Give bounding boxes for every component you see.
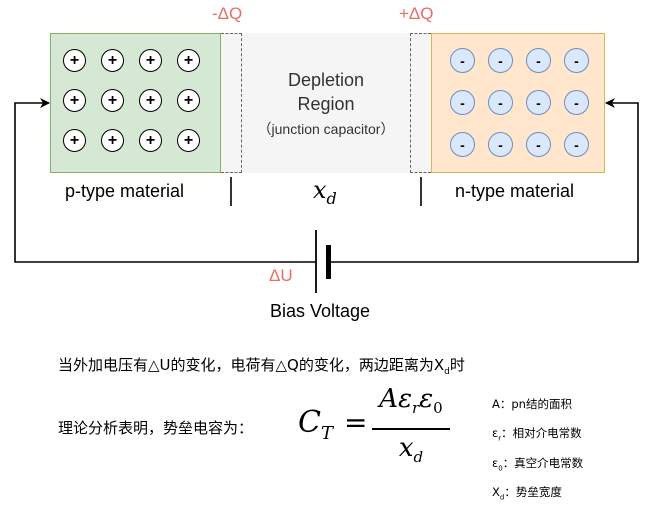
formula-c: C	[298, 405, 321, 440]
sentence-1-end: 时	[449, 356, 465, 374]
hole-ion-icon: +	[139, 89, 162, 112]
hole-ion-icon: +	[63, 129, 86, 152]
legend-desc: ：真空介电常数	[502, 455, 584, 470]
electron-ion-icon: -	[564, 48, 589, 73]
hole-ion-icon: +	[63, 49, 86, 72]
explanation-sentence-1: 当外加电压有△U的变化，电荷有△Q的变化，两边距离为Xd时	[58, 354, 465, 377]
legend-item: εr：相对介电常数	[492, 421, 583, 450]
n-type-label: n-type material	[455, 181, 575, 201]
wire-left	[14, 98, 316, 263]
legend-symbol: ε	[492, 455, 499, 470]
electron-ion-icon: -	[488, 48, 513, 73]
legend-item: Xd：势垒宽度	[492, 480, 583, 509]
formula-eps-r: ε	[398, 384, 413, 414]
depletion-text: Depletion Region （junction capacitor）	[242, 68, 410, 139]
p-ion-grid: + + + + + + + + + + + +	[63, 49, 202, 152]
formula-r-sub: r	[412, 399, 420, 418]
electron-ion-icon: -	[488, 90, 513, 115]
formula-t: T	[320, 423, 333, 444]
legend-desc: ：势垒宽度	[504, 484, 562, 499]
charge-layer-right	[410, 33, 431, 173]
wire-right	[330, 98, 639, 263]
circuit-wires	[14, 98, 639, 293]
hole-ion-icon: +	[177, 129, 200, 152]
formula-equals: =	[344, 406, 368, 439]
legend-item: ε0：真空介电常数	[492, 451, 583, 480]
electron-ion-icon: -	[526, 90, 551, 115]
electron-ion-icon: -	[564, 90, 589, 115]
symbol-legend: A：pn结的面积 εr：相对介电常数 ε0：真空介电常数 Xd：势垒宽度	[492, 392, 583, 509]
formula-fraction-bar	[372, 428, 450, 430]
formula-denominator: xd	[371, 433, 451, 466]
legend-symbol: X	[492, 484, 500, 499]
voltage-delta-label: ΔU	[269, 266, 293, 285]
formula-eps-0: ε	[419, 384, 434, 414]
formula-d-sub: d	[413, 448, 424, 467]
formula-0-sub: 0	[433, 399, 443, 418]
electron-ion-icon: -	[450, 90, 475, 115]
legend-desc: ：pn结的面积	[499, 397, 572, 411]
formula-a: A	[379, 384, 399, 414]
depletion-title-line2: Region	[297, 94, 355, 114]
electron-ion-icon: -	[564, 132, 589, 157]
depletion-title-line1: Depletion	[287, 70, 365, 90]
legend-sub: r	[498, 434, 502, 443]
width-label-sub: d	[326, 188, 337, 208]
electron-ion-icon: -	[450, 48, 475, 73]
explanation-sentence-2: 理论分析表明，势垒电容为：	[58, 419, 254, 437]
legend-sub: 0	[498, 463, 503, 472]
charge-left-label: -ΔQ	[212, 4, 243, 23]
hole-ion-icon: +	[177, 49, 200, 72]
legend-symbol: A	[492, 397, 500, 411]
hole-ion-icon: +	[101, 89, 124, 112]
hole-ion-icon: +	[177, 89, 200, 112]
width-label: xd	[313, 176, 337, 208]
legend-desc: ：相对介电常数	[501, 426, 582, 441]
battery-short-plate	[326, 245, 331, 279]
sentence-1-text: 当外加电压有△U的变化，电荷有△Q的变化，两边距离为X	[58, 356, 445, 374]
sentence-1-sub: d	[444, 367, 450, 377]
charge-layer-left	[221, 33, 242, 173]
electron-ion-icon: -	[450, 132, 475, 157]
formula-numerator: Aεrε0	[371, 384, 451, 417]
hole-ion-icon: +	[139, 129, 162, 152]
hole-ion-icon: +	[101, 49, 124, 72]
electron-ion-icon: -	[526, 48, 551, 73]
depletion-subtitle: （junction capacitor）	[257, 121, 395, 137]
hole-ion-icon: +	[101, 129, 124, 152]
formula-lhs: CT	[298, 405, 333, 444]
depletion-region	[242, 33, 410, 173]
formula-x: x	[398, 433, 414, 463]
width-label-base: x	[313, 176, 327, 204]
hole-ion-icon: +	[139, 49, 162, 72]
electron-ion-icon: -	[526, 132, 551, 157]
legend-symbol: ε	[492, 426, 499, 441]
legend-item: A：pn结的面积	[492, 392, 583, 421]
bias-voltage-label: Bias Voltage	[270, 301, 371, 321]
n-ion-grid: ------------	[450, 48, 589, 157]
electron-ion-icon: -	[488, 132, 513, 157]
charge-right-label: +ΔQ	[399, 4, 434, 23]
hole-ion-icon: +	[63, 89, 86, 112]
p-type-label: p-type material	[65, 181, 185, 201]
